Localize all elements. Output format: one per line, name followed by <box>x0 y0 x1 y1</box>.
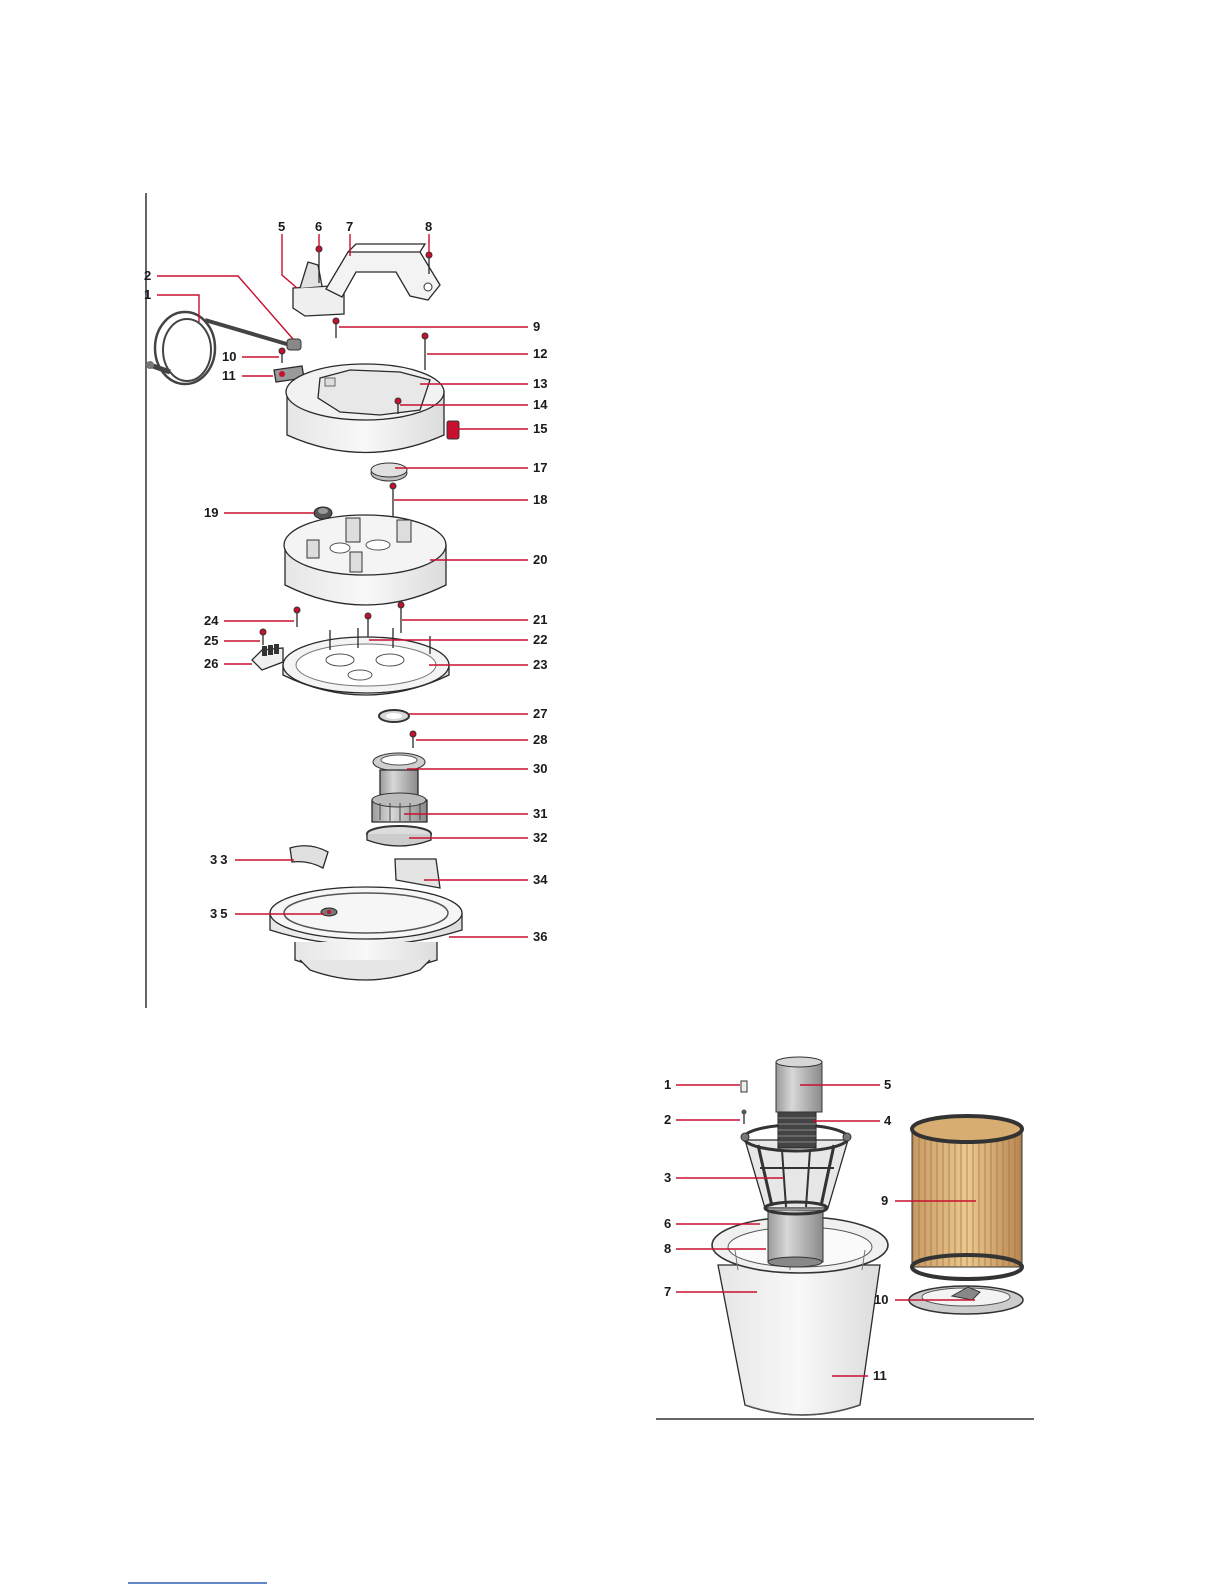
tank-label-8: 8 <box>664 1241 671 1256</box>
part-34-seal <box>395 859 440 888</box>
part-20-motor-housing <box>284 515 446 605</box>
label-30: 30 <box>533 761 547 776</box>
label-31: 31 <box>533 806 547 821</box>
label-36: 36 <box>533 929 547 944</box>
part-1-fastener <box>741 1081 747 1092</box>
part-7-handle <box>326 244 440 300</box>
label-7: 7 <box>346 219 353 234</box>
part-4-hose-connector <box>778 1112 816 1148</box>
tank-label-9: 9 <box>881 1193 888 1208</box>
tank-label-2: 2 <box>664 1112 671 1127</box>
part-32-ring <box>367 826 431 846</box>
part-35-valve <box>321 908 337 916</box>
label-23: 23 <box>533 657 547 672</box>
label-33: 33 <box>210 852 230 867</box>
label-8: 8 <box>425 219 432 234</box>
label-20: 20 <box>533 552 547 567</box>
label-18: 18 <box>533 492 547 507</box>
part-2-cable-gland <box>287 339 301 350</box>
part-31-impeller <box>372 793 427 822</box>
part-19-nut <box>314 507 332 519</box>
label-17: 17 <box>533 460 547 475</box>
label-1: 1 <box>144 287 151 302</box>
tank-label-6: 6 <box>664 1216 671 1231</box>
part-2-screw <box>742 1110 747 1125</box>
part-15-switch <box>447 421 459 439</box>
label-12: 12 <box>533 346 547 361</box>
label-22: 22 <box>533 632 547 647</box>
label-9: 9 <box>533 319 540 334</box>
label-5: 5 <box>278 219 285 234</box>
part-33-seal <box>290 846 328 868</box>
part-36-base <box>270 887 462 980</box>
label-24: 24 <box>204 613 219 628</box>
tank-label-1: 1 <box>664 1077 671 1092</box>
part-22-screw <box>365 613 371 640</box>
label-10: 10 <box>222 349 236 364</box>
tank-label-10: 10 <box>874 1292 888 1307</box>
part-11-tank <box>718 1265 880 1415</box>
label-26: 26 <box>204 656 218 671</box>
part-8-inner-tube <box>768 1210 823 1267</box>
label-14: 14 <box>533 397 548 412</box>
tank-label-3: 3 <box>664 1170 671 1185</box>
label-2: 2 <box>144 268 151 283</box>
tank-label-5: 5 <box>884 1077 891 1092</box>
label-34: 34 <box>533 872 548 887</box>
motor-head-diagram: 1 2 5 6 7 8 9 10 11 12 13 14 15 17 18 19… <box>144 193 548 1008</box>
label-6: 6 <box>315 219 322 234</box>
label-15: 15 <box>533 421 547 436</box>
label-27: 27 <box>533 706 547 721</box>
label-21: 21 <box>533 612 547 627</box>
part-12-long-screw <box>422 333 428 370</box>
label-25: 25 <box>204 633 218 648</box>
part-21-screw <box>398 602 404 633</box>
label-11: 11 <box>222 368 236 383</box>
label-19: 19 <box>204 505 218 520</box>
label-32: 32 <box>533 830 547 845</box>
part-13-top-cover <box>286 364 444 453</box>
part-28-screw <box>410 731 416 748</box>
part-9-screw <box>333 318 339 338</box>
tank-label-11: 11 <box>873 1368 887 1383</box>
part-1-power-cable <box>146 312 290 384</box>
part-17-ring <box>371 463 407 481</box>
part-27-ring <box>379 710 409 722</box>
part-24-screw <box>294 607 300 627</box>
part-23-base-plate <box>283 628 449 695</box>
part-9-cartridge-filter <box>912 1116 1022 1279</box>
part-26-terminal-block <box>252 644 283 670</box>
tank-label-4: 4 <box>884 1113 892 1128</box>
label-13: 13 <box>533 376 547 391</box>
label-28: 28 <box>533 732 547 747</box>
tank-label-7: 7 <box>664 1284 671 1299</box>
label-35: 35 <box>210 906 230 921</box>
part-10-screw <box>279 348 285 363</box>
part-25-screw <box>260 629 266 645</box>
tank-diagram: 1 2 3 4 5 6 7 8 9 10 11 <box>656 1057 1034 1419</box>
